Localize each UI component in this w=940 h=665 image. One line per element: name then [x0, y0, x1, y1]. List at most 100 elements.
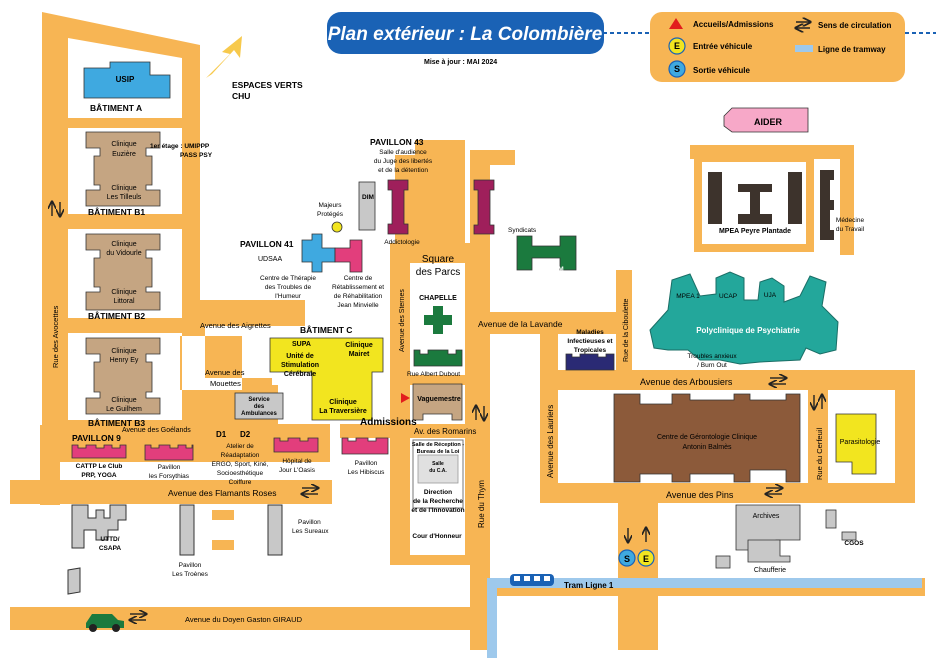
svg-text:des Parcs: des Parcs: [416, 267, 460, 278]
svg-text:Centre de Thérapie: Centre de Thérapie: [260, 275, 316, 282]
svg-text:de Réhabilitation: de Réhabilitation: [334, 293, 383, 300]
svg-text:Entrée véhicule: Entrée véhicule: [693, 42, 753, 51]
svg-text:Les Tilleuls: Les Tilleuls: [107, 194, 142, 201]
svg-text:PRP, YOGA: PRP, YOGA: [81, 472, 116, 479]
service-ambulances: Service des Ambulances: [234, 392, 284, 420]
svg-text:DIM: DIM: [362, 194, 374, 201]
svg-text:Tropicales: Tropicales: [574, 347, 607, 354]
svg-text:Clinique: Clinique: [345, 342, 373, 349]
chapelle-cross-icon: [424, 306, 452, 334]
svg-text:Ambulances: Ambulances: [241, 411, 277, 417]
svg-text:l'Humeur: l'Humeur: [275, 293, 302, 300]
svg-text:SUPA: SUPA: [292, 341, 311, 348]
circulation-arrows: [52, 202, 822, 620]
svg-text:Avenue des Sternes: Avenue des Sternes: [399, 289, 406, 352]
svg-text:BÂTIMENT B1: BÂTIMENT B1: [88, 206, 145, 217]
svg-text:Henry Ey: Henry Ey: [110, 357, 139, 364]
svg-text:Maladies: Maladies: [576, 329, 604, 336]
svg-text:CSAPA: CSAPA: [99, 545, 122, 552]
svg-text:Av. des Romarins: Av. des Romarins: [414, 427, 476, 436]
svg-text:BÂTIMENT C: BÂTIMENT C: [300, 324, 352, 335]
pavillon-9: PAVILLON 9 CATTP Le Club PRP, YOGA: [71, 433, 127, 479]
svg-text:Mairet: Mairet: [349, 351, 370, 358]
svg-text:MPEA Peyre Plantade: MPEA Peyre Plantade: [719, 228, 791, 235]
svg-text:Clinique: Clinique: [329, 399, 357, 406]
svg-text:Pavillon: Pavillon: [179, 562, 202, 569]
mpea-peyre-plantade: MPEA Peyre Plantade: [694, 154, 814, 252]
svg-text:Les Sureaux: Les Sureaux: [292, 528, 329, 535]
pavillon-sureaux: Pavillon Les Sureaux: [267, 504, 329, 556]
dim: DIM: [358, 181, 376, 231]
car-icon: [86, 614, 124, 632]
svg-text:Avenue des Flamants Roses: Avenue des Flamants Roses: [168, 488, 277, 498]
admissions-triangle-icon: [401, 393, 410, 403]
svg-text:AIDER: AIDER: [754, 117, 783, 127]
vaguemestre: Vaguemestre Admissions: [360, 383, 463, 428]
svg-text:Réadaptation: Réadaptation: [221, 452, 260, 459]
svg-text:Rue du Cerfeuil: Rue du Cerfeuil: [815, 428, 824, 480]
svg-text:Pavillon: Pavillon: [298, 519, 321, 526]
road-doyen: [10, 607, 485, 630]
svg-text:UDSAA: UDSAA: [258, 256, 282, 263]
svg-text:de la Recherche: de la Recherche: [413, 498, 463, 505]
chaufferie: Chaufferie: [715, 539, 791, 574]
svg-text:Socioesthétique: Socioesthétique: [217, 470, 264, 477]
svg-text:Addictologie: Addictologie: [384, 239, 420, 246]
svg-text:Avenue des Goélands: Avenue des Goélands: [122, 427, 191, 434]
svg-text:Centre de: Centre de: [344, 275, 373, 282]
svg-text:du Travail: du Travail: [836, 226, 865, 233]
green-building: [413, 349, 463, 367]
svg-text:Euzière: Euzière: [112, 151, 136, 158]
svg-text:Tram Ligne 1: Tram Ligne 1: [564, 581, 614, 590]
batiment-b2: Clinique du Vidourle Clinique Littoral B…: [85, 233, 161, 321]
accueil-triangle-icon: [669, 18, 683, 29]
svg-text:E: E: [674, 41, 680, 51]
tram-line: [487, 574, 922, 658]
direction-recherche: Salle de Réception - Bureau de la Loi Sa…: [411, 439, 465, 514]
svg-text:ESPACES VERTS: ESPACES VERTS: [232, 80, 303, 90]
svg-text:Protégés: Protégés: [317, 211, 344, 218]
medecine-travail: Médecine du Travail: [820, 170, 865, 240]
svg-text:Littoral: Littoral: [113, 298, 134, 305]
svg-text:Admissions: Admissions: [360, 417, 417, 428]
entree-marker: [637, 549, 655, 567]
svg-text:Accueils/Admissions: Accueils/Admissions: [693, 20, 774, 29]
svg-text:Bureau de la Loi: Bureau de la Loi: [417, 449, 460, 455]
svg-text:Avenue du Doyen Gaston GIRAUD: Avenue du Doyen Gaston GIRAUD: [185, 615, 303, 624]
svg-text:Le Guilhem: Le Guilhem: [106, 406, 142, 413]
svg-text:Troubles anxieux: Troubles anxieux: [687, 353, 737, 360]
svg-text:Pavillon: Pavillon: [158, 464, 181, 471]
svg-text:Chaufferie: Chaufferie: [754, 567, 786, 574]
maladies-infectieuses: Maladies Infectieuses et Tropicales: [565, 329, 615, 371]
svg-text:Coiffure: Coiffure: [229, 479, 252, 486]
svg-text:Parasitologie: Parasitologie: [840, 439, 881, 446]
pavillon-troenes: Pavillon Les Troènes: [172, 504, 234, 578]
pavillon-hibiscus: Pavillon Les Hibiscus: [341, 437, 389, 476]
svg-text:S: S: [674, 64, 680, 74]
svg-text:Sortie véhicule: Sortie véhicule: [693, 66, 750, 75]
svg-text:CHAPELLE: CHAPELLE: [419, 295, 457, 302]
crimson-building: [473, 179, 495, 235]
svg-text:Salle: Salle: [432, 461, 444, 467]
road-left-block: [42, 12, 330, 462]
svg-text:Pavillon: Pavillon: [355, 460, 378, 467]
svg-text:PAVILLON 43: PAVILLON 43: [370, 137, 424, 147]
svg-text:Syndicats: Syndicats: [508, 227, 537, 234]
inserm: Syndicats INSERM: [508, 227, 577, 273]
svg-text:Avenue des Aigrettes: Avenue des Aigrettes: [200, 321, 271, 330]
svg-text:Clinique: Clinique: [111, 289, 136, 296]
cgos: CGOS: [825, 509, 864, 547]
svg-text:Majeurs: Majeurs: [318, 202, 342, 209]
entree-icon: [668, 37, 686, 55]
svg-text:les Forsythias: les Forsythias: [149, 473, 190, 480]
cour-honneur: Cour d'Honneur: [410, 520, 464, 555]
batiment-c: BÂTIMENT C SUPA Clinique Mairet Unité de…: [269, 324, 384, 421]
svg-text:du Juge des libertés: du Juge des libertés: [374, 158, 433, 165]
batiment-a: USIP BÂTIMENT A: [83, 61, 171, 113]
svg-text:Antonin Balmès: Antonin Balmès: [682, 444, 732, 451]
svg-text:Sens de circulation: Sens de circulation: [818, 21, 891, 30]
svg-text:Ligne de tramway: Ligne de tramway: [818, 45, 886, 54]
svg-text:CGOS: CGOS: [844, 540, 864, 547]
svg-text:Cour d'Honneur: Cour d'Honneur: [412, 533, 462, 540]
